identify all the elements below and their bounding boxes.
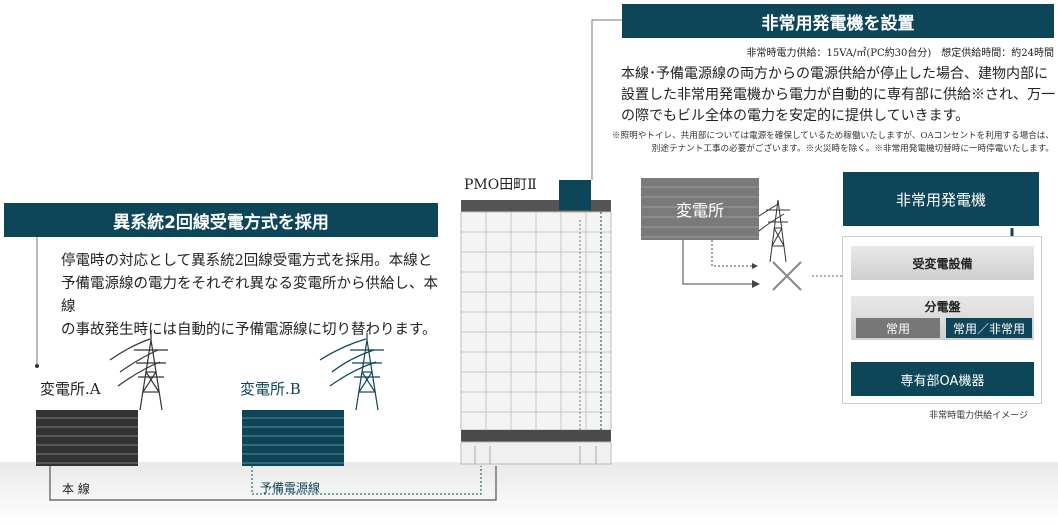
exclusive-oa-equipment: 専有部OA機器 — [851, 362, 1034, 396]
left-banner: 異系統2回線受電方式を採用 — [4, 203, 438, 237]
building-name: PMO田町Ⅱ — [464, 177, 537, 193]
substation-b-building — [242, 410, 344, 466]
emergency-generator: 非常用発電機 — [843, 172, 1039, 226]
right-banner: 非常用発電機を設置 — [622, 4, 1054, 38]
regular-emergency-circuit: 常用／非常用 — [946, 318, 1032, 338]
building-entrance — [474, 446, 597, 464]
substation-a-building — [36, 410, 138, 466]
transmission-tower-right — [749, 199, 790, 263]
regular-circuit: 常用 — [856, 318, 940, 338]
diagram-caption: 非常時電力供給イメージ — [929, 411, 1028, 421]
dotted-substation-to-switch — [711, 240, 752, 267]
substation-right: 変電所 — [641, 178, 759, 240]
substation-b-label: 変電所.B — [240, 380, 301, 398]
backup-line — [251, 466, 482, 495]
cross-mark — [772, 261, 802, 291]
backup-line-label: 予備電源線 — [260, 481, 321, 495]
building-windows — [461, 212, 611, 430]
right-spec: 非常時電力供給：15VA/㎡(PC約30台分) 想定供給時間：約24時間 — [746, 48, 1055, 59]
left-description: 停電時の対応として異系統2回線受電方式を採用。本線と 予備電源線の電力をそれぞれ… — [61, 253, 438, 338]
ground — [0, 462, 1058, 524]
distribution-board-label: 分電盤 — [924, 300, 961, 314]
arrow-substation-to-switch — [682, 240, 752, 285]
right-description: 本線･予備電源線の両方からの電源供給が停止した場合、建物内部に 設置した非常用発… — [621, 66, 1056, 124]
main-line — [49, 466, 497, 501]
main-line-label: 本 線 — [62, 482, 90, 496]
power-receiving-equipment: 受変電設備 — [851, 246, 1034, 280]
substation-a-label: 変電所.A — [40, 380, 101, 398]
connector-line-right — [591, 19, 622, 180]
transmission-tower-a — [109, 333, 168, 411]
right-footnote: ※照明やトイレ、共用部については電源を確保しているため稼働いたしますが、OAコン… — [611, 131, 1054, 154]
transmission-tower-b — [319, 333, 384, 411]
